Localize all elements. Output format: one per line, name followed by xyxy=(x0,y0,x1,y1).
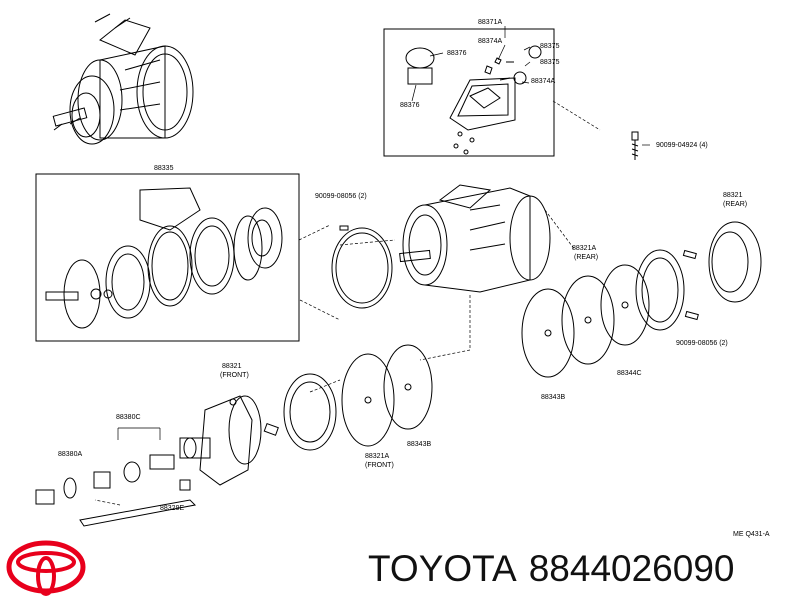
toyota-logo xyxy=(6,540,86,596)
label-rear-b: (REAR) xyxy=(574,254,598,261)
label-88329E: 88329E xyxy=(160,505,184,512)
head-assembly-box xyxy=(383,28,555,157)
label-front-b: (FRONT) xyxy=(365,462,394,469)
label-88321A-front: 88321A xyxy=(365,453,389,460)
part-number: 8844026090 xyxy=(528,548,735,589)
label-88380C: 88380C xyxy=(116,414,141,421)
label-90099-04924: 90099-04924 (4) xyxy=(656,142,708,149)
brand-footer: TOYOTA 8844026090 xyxy=(368,548,747,590)
label-ref-code: ME Q431-A xyxy=(733,531,770,538)
compressor-body-center xyxy=(331,184,551,309)
label-88376-a: 88376 xyxy=(447,50,467,57)
label-rear-a: (REAR) xyxy=(723,201,747,208)
bolt-90099-04924 xyxy=(631,131,650,160)
label-88375-b: 88375 xyxy=(540,59,560,66)
shaft-assembly-parts xyxy=(45,187,283,329)
label-90099-08056-a: 90099-08056 (2) xyxy=(315,193,367,200)
label-90099-08056-b: 90099-08056 (2) xyxy=(676,340,728,347)
brand-name: TOYOTA xyxy=(368,548,517,589)
label-88321A-rear: 88321A xyxy=(572,245,596,252)
rear-plates xyxy=(521,221,762,378)
small-parts-front xyxy=(35,427,197,527)
label-88335: 88335 xyxy=(154,165,174,172)
label-front-a: (FRONT) xyxy=(220,372,249,379)
label-88374A-mid: 88374A xyxy=(531,78,555,85)
label-88371A: 88371A xyxy=(478,19,502,26)
label-88321-rear: 88321 xyxy=(723,192,743,199)
callout-labels: 88371A 88374A 88375 88376 88375 88374A 8… xyxy=(58,19,770,538)
label-88375-a: 88375 xyxy=(540,43,560,50)
front-housing xyxy=(179,395,253,486)
label-88343B-a: 88343B xyxy=(541,394,565,401)
label-88343B-b: 88343B xyxy=(407,441,431,448)
compressor-assembly-topleft xyxy=(52,13,194,145)
label-88374A-top: 88374A xyxy=(478,38,502,45)
label-88344C: 88344C xyxy=(617,370,642,377)
label-88321-front: 88321 xyxy=(222,363,242,370)
label-88376-b: 88376 xyxy=(400,102,420,109)
label-88380A: 88380A xyxy=(58,451,82,458)
front-plates xyxy=(228,344,433,465)
shaft-assembly-box xyxy=(35,173,300,342)
head-plate-parts xyxy=(405,45,542,155)
